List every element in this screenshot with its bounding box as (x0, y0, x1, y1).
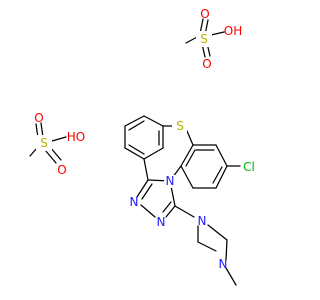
bond (44, 149, 57, 164)
atom-label-nitrogen: N (157, 215, 166, 229)
bond (225, 239, 228, 261)
bond (180, 165, 194, 189)
bond (140, 204, 156, 218)
structure-canvas: S O O OH S O O HO S N Cl N N N N (29, 7, 255, 286)
atom-label-nitrogen: N (166, 174, 175, 188)
bond (225, 267, 237, 286)
bond (141, 183, 153, 200)
bond (210, 31, 225, 36)
atom-labels: S O O OH S O O HO S N Cl N N N N (34, 7, 255, 271)
bond (180, 144, 194, 167)
atom-label-oxygen: O (202, 57, 211, 71)
structure-drawing: S O O OH S O O HO S N Cl N N N N (29, 7, 255, 286)
atom-label-hydroxyl: OH (224, 24, 242, 38)
atom-label-oxygen: O (200, 7, 209, 21)
bond (124, 115, 145, 127)
atom-label-nitrogen: N (219, 257, 228, 271)
bond (40, 122, 44, 138)
bond (165, 205, 176, 218)
main-molecule-bonds (124, 115, 241, 286)
atom-label-nitrogen: N (198, 214, 207, 228)
atom-label-sulfur: S (176, 119, 184, 133)
atom-label-oxygen: O (34, 111, 43, 125)
atom-label-oxygen: O (57, 163, 66, 177)
bond (51, 136, 67, 142)
bond (143, 115, 164, 127)
bond (215, 165, 228, 189)
bond (128, 120, 145, 131)
bond (207, 224, 228, 241)
bond (186, 130, 194, 146)
bond (128, 144, 145, 155)
atom-label-hydroxyl: HO (67, 130, 85, 144)
atom-label-chlorine: Cl (243, 160, 255, 174)
bond (185, 149, 196, 167)
atom-label-sulfur: S (200, 32, 208, 46)
bond (215, 144, 228, 167)
atom-label-nitrogen: N (130, 195, 139, 209)
bond (29, 147, 38, 157)
bond (143, 147, 164, 160)
bond (174, 205, 195, 218)
bond (143, 158, 149, 181)
bond (162, 201, 172, 213)
bond (124, 147, 145, 160)
bond (212, 166, 223, 184)
bond (197, 241, 217, 252)
bond (136, 179, 149, 198)
atom-label-sulfur: S (40, 136, 48, 150)
